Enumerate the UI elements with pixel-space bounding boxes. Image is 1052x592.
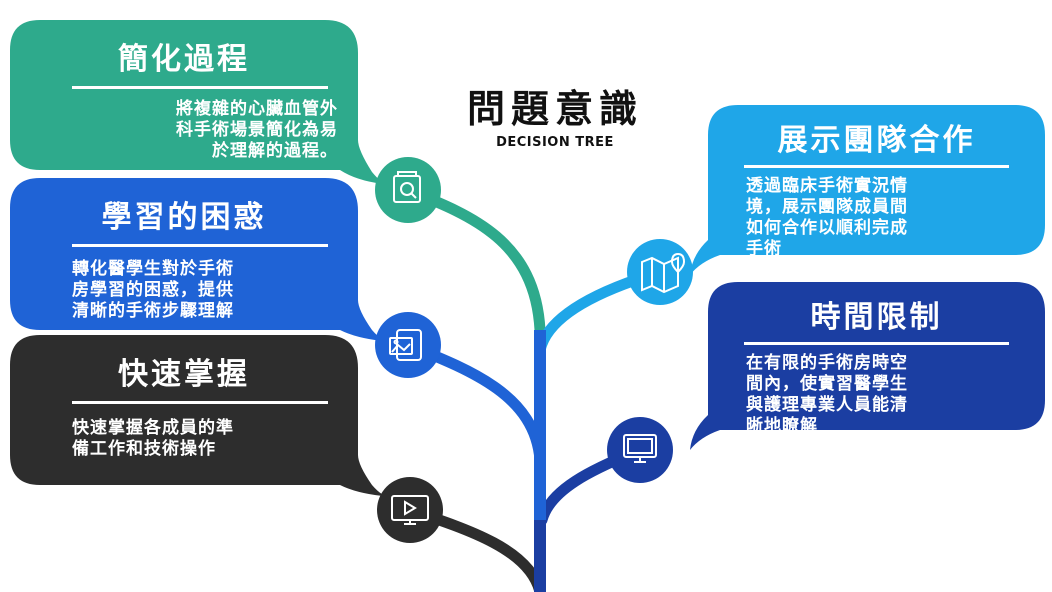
diagram-heading: 問題意識 DECISION TREE bbox=[410, 78, 700, 150]
bubble-shape-time bbox=[690, 282, 1045, 450]
bubble-shape-learning bbox=[10, 178, 395, 343]
page-title: 問題意識 bbox=[466, 87, 643, 131]
node-simplify bbox=[375, 157, 441, 223]
card-body: 轉化醫學生對於手術 房學習的困惑，提供 清晰的手術步驟理解 bbox=[72, 259, 234, 321]
bubble-shape-teamwork bbox=[690, 105, 1045, 275]
card-title: 學習的困惑 bbox=[101, 200, 267, 235]
card-learning: 學習的困惑 轉化醫學生對於手術 房學習的困惑，提供 清晰的手術步驟理解 bbox=[10, 178, 358, 330]
search-document-icon bbox=[393, 171, 421, 203]
node-master bbox=[377, 477, 443, 543]
card-body: 透過臨床手術實況情 境，展示團隊成員間 如何合作以順利完成 手術 bbox=[746, 176, 908, 259]
card-body: 將複雜的心臟血管外 科手術場景簡化為易 於理解的過程。 bbox=[176, 99, 338, 161]
video-monitor-icon bbox=[391, 495, 429, 525]
desktop-icon bbox=[623, 434, 657, 463]
map-pin-icon bbox=[641, 252, 686, 294]
node-learning bbox=[375, 312, 441, 378]
card-title: 展示團隊合作 bbox=[777, 123, 976, 158]
bubble-shape-simplify bbox=[10, 20, 395, 186]
card-divider bbox=[744, 342, 1009, 345]
card-time: 時間限制 在有限的手術房時空 間內，使實習醫學生 與護理專業人員能清 晰地瞭解 bbox=[708, 282, 1045, 436]
card-simplify: 簡化過程 將複雜的心臟血管外 科手術場景簡化為易 於理解的過程。 bbox=[10, 20, 358, 170]
card-master: 快速掌握 快速掌握各成員的準 備工作和技術操作 bbox=[10, 335, 358, 485]
page-subtitle: DECISION TREE bbox=[496, 135, 614, 150]
card-teamwork: 展示團隊合作 透過臨床手術實況情 境，展示團隊成員間 如何合作以順利完成 手術 bbox=[708, 105, 1045, 259]
card-body: 快速掌握各成員的準 備工作和技術操作 bbox=[72, 418, 234, 459]
tablet-image-icon bbox=[389, 329, 422, 361]
card-title: 簡化過程 bbox=[118, 42, 250, 77]
card-title: 快速掌握 bbox=[118, 357, 250, 392]
bubble-shape-master bbox=[10, 335, 395, 498]
node-teamwork bbox=[627, 239, 693, 305]
card-divider bbox=[72, 244, 328, 247]
card-body: 在有限的手術房時空 間內，使實習醫學生 與護理專業人員能清 晰地瞭解 bbox=[746, 353, 908, 436]
card-divider bbox=[744, 165, 1009, 168]
card-divider bbox=[72, 401, 328, 404]
card-divider bbox=[72, 86, 328, 89]
card-title: 時間限制 bbox=[810, 300, 943, 335]
node-time bbox=[607, 417, 673, 483]
